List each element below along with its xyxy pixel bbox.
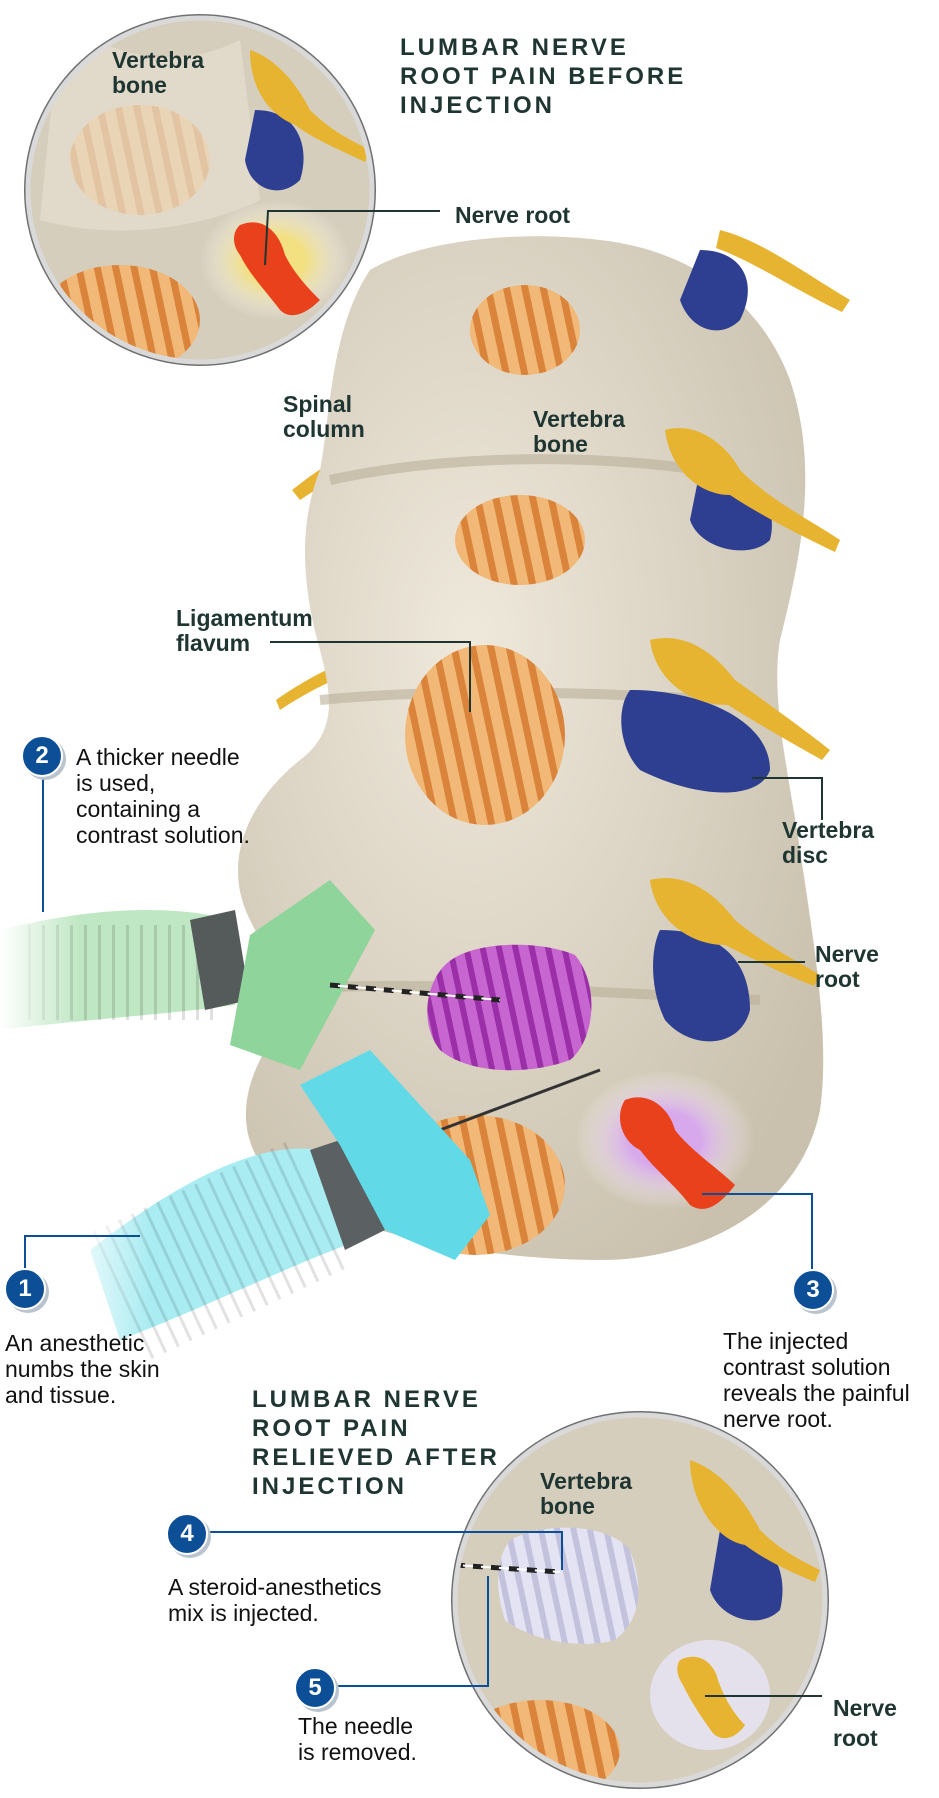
label-spinal-column: Spinal column: [283, 392, 365, 442]
step-text-3: The injected contrast solution reveals t…: [723, 1328, 910, 1432]
step-text-5: The needle is removed.: [298, 1713, 417, 1765]
step-text-4: A steroid-anesthetics mix is injected.: [168, 1574, 382, 1626]
step-badge-2: 2: [21, 735, 63, 777]
step-badge-5: 5: [294, 1667, 336, 1709]
step-badge-3: 3: [792, 1269, 834, 1311]
label-vertebra-disc: Vertebra disc: [782, 818, 874, 868]
title-after-injection: LUMBAR NERVE ROOT PAIN RELIEVED AFTER IN…: [252, 1385, 500, 1501]
step-text-2: A thicker needle is used, containing a c…: [76, 744, 250, 848]
step-badge-4: 4: [166, 1513, 208, 1555]
label-vertebra-bone: Vertebra bone: [533, 407, 625, 457]
label-inset-bottom-nerve-root: Nerve root: [833, 1693, 897, 1753]
inset-after-injection: [450, 1410, 830, 1798]
step-badge-1: 1: [4, 1268, 46, 1310]
title-before-injection: LUMBAR NERVE ROOT PAIN BEFORE INJECTION: [400, 33, 686, 120]
label-inset-bottom-vertebra-bone: Vertebra bone: [540, 1469, 632, 1519]
label-nerve-root: Nerve root: [815, 942, 879, 992]
label-inset-top-nerve-root: Nerve root: [455, 203, 570, 228]
label-ligamentum-flavum: Ligamentum flavum: [176, 606, 313, 656]
label-inset-top-vertebra-bone: Vertebra bone: [112, 48, 204, 98]
step-text-1: An anesthetic numbs the skin and tissue.: [5, 1330, 160, 1408]
